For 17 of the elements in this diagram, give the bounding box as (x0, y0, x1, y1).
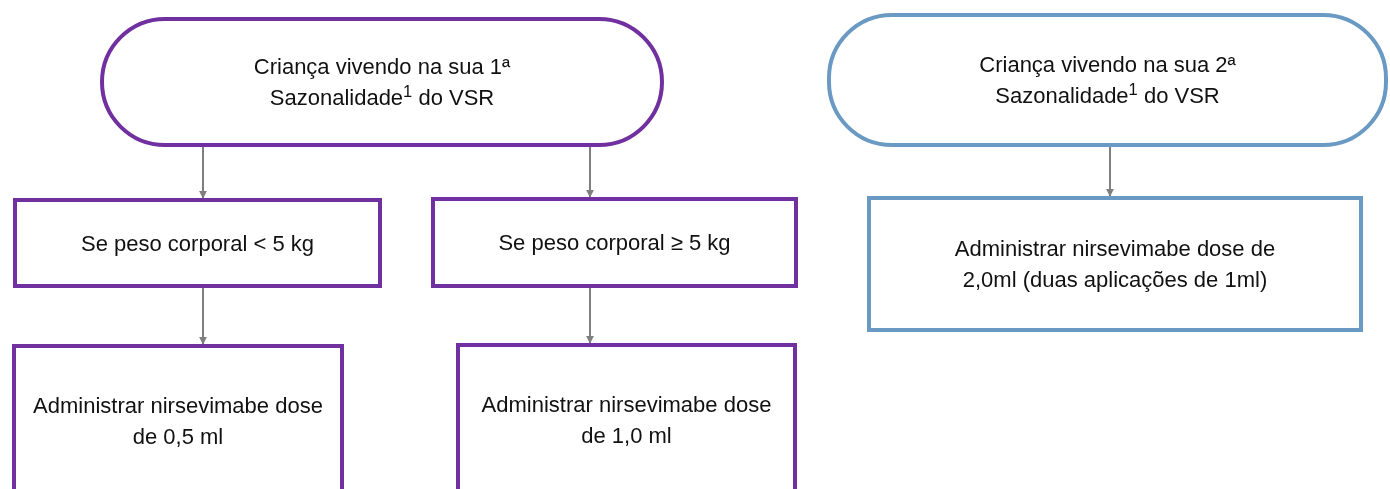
process-box (12, 344, 344, 489)
node-label: Administrar nirsevimabe dose de 1,0 ml (480, 391, 773, 450)
node-label: Criança vivendo na sua 1ª Sazonalidade$^{1}$ do VSR (252, 53, 512, 112)
process-box (456, 343, 797, 489)
arrow (199, 146, 207, 199)
process-box (867, 196, 1363, 332)
node-label: Se peso corporal ≥ 5 kg (498, 229, 731, 257)
process-box (431, 197, 798, 288)
node-label: Criança vivendo na sua 2ª Sazonalidade$^{1}$ do VSR (978, 51, 1237, 110)
node-label: Administrar nirsevimabe dose de 2,0ml (duas aplicações de 1ml) (953, 235, 1277, 294)
process-box (13, 198, 382, 288)
arrow (1106, 146, 1114, 197)
arrow (199, 287, 207, 345)
arrow (586, 287, 594, 344)
arrow (586, 146, 594, 198)
node-label: Se peso corporal < 5 kg (81, 229, 314, 258)
node-label: Administrar nirsevimabe dose de 0,5 ml (32, 392, 324, 451)
